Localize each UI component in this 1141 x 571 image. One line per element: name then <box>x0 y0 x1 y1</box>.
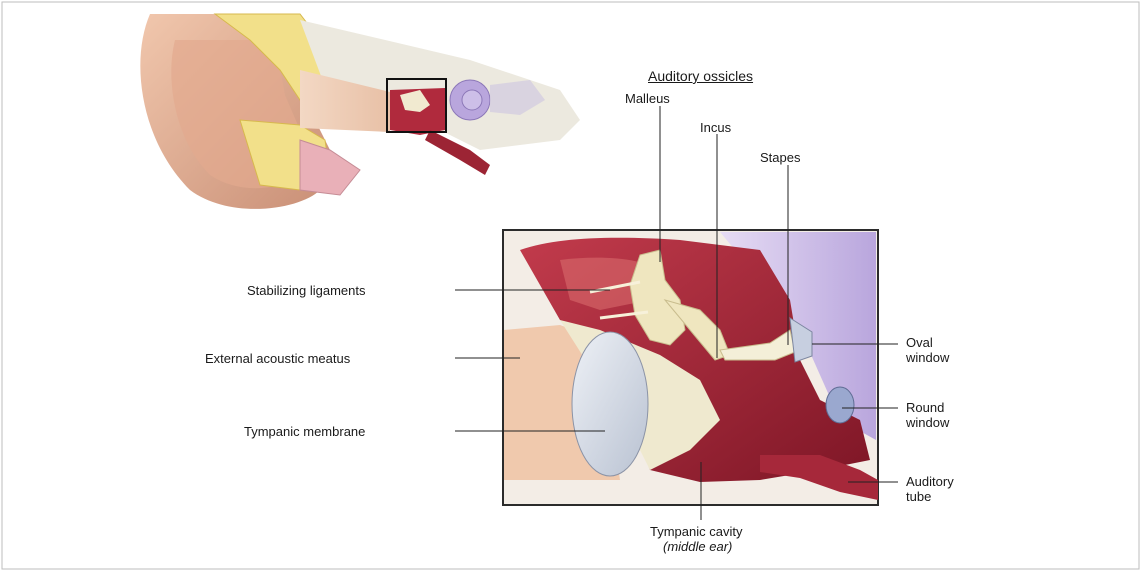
label-auditory-ossicles: Auditory ossicles <box>648 69 753 84</box>
label-tympanic-membrane: Tympanic membrane <box>244 424 365 439</box>
label-oval-window-line1: Oval <box>906 335 933 350</box>
label-external-acoustic-meatus: External acoustic meatus <box>205 351 350 366</box>
label-incus: Incus <box>700 120 731 135</box>
label-round-window-line1: Round <box>906 400 944 415</box>
label-tympanic-cavity: Tympanic cavity <box>650 524 742 539</box>
label-round-window-line2: window <box>906 415 949 430</box>
label-stabilizing-ligaments: Stabilizing ligaments <box>247 283 366 298</box>
label-stapes: Stapes <box>760 150 800 165</box>
label-middle-ear: (middle ear) <box>663 539 732 554</box>
middle-ear-magnified <box>503 230 878 505</box>
outer-ear-overview <box>140 14 580 209</box>
tympanic-membrane-shape <box>572 332 648 476</box>
label-auditory-tube-line1: Auditory <box>906 474 954 489</box>
label-auditory-tube-line2: tube <box>906 489 931 504</box>
round-window-shape <box>826 387 854 423</box>
label-malleus: Malleus <box>625 91 670 106</box>
label-oval-window-line2: window <box>906 350 949 365</box>
